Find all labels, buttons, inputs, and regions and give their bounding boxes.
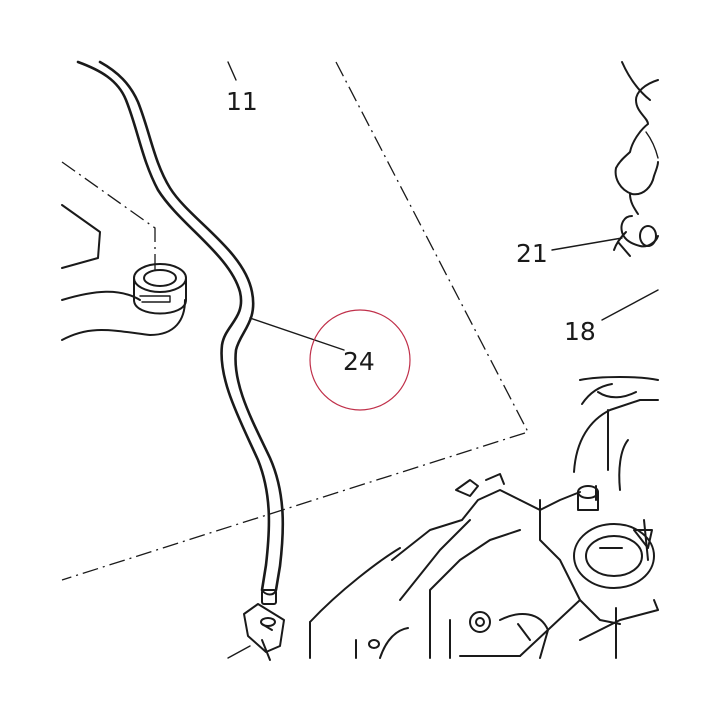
engine-assembly <box>309 376 659 659</box>
callout-18: 18 <box>564 317 596 346</box>
callout-24: 24 <box>343 347 375 376</box>
highlight-circle <box>309 309 411 411</box>
upper-left-bracket <box>61 204 186 341</box>
callout-21: 21 <box>516 239 548 268</box>
grommet-part <box>133 263 187 315</box>
callout-11: 11 <box>226 87 258 116</box>
callout-leaders <box>227 61 659 351</box>
hose-24 <box>76 60 285 596</box>
dash-dot-leaders <box>61 61 529 581</box>
hose-connector <box>227 589 285 661</box>
upper-right-component <box>613 61 659 257</box>
